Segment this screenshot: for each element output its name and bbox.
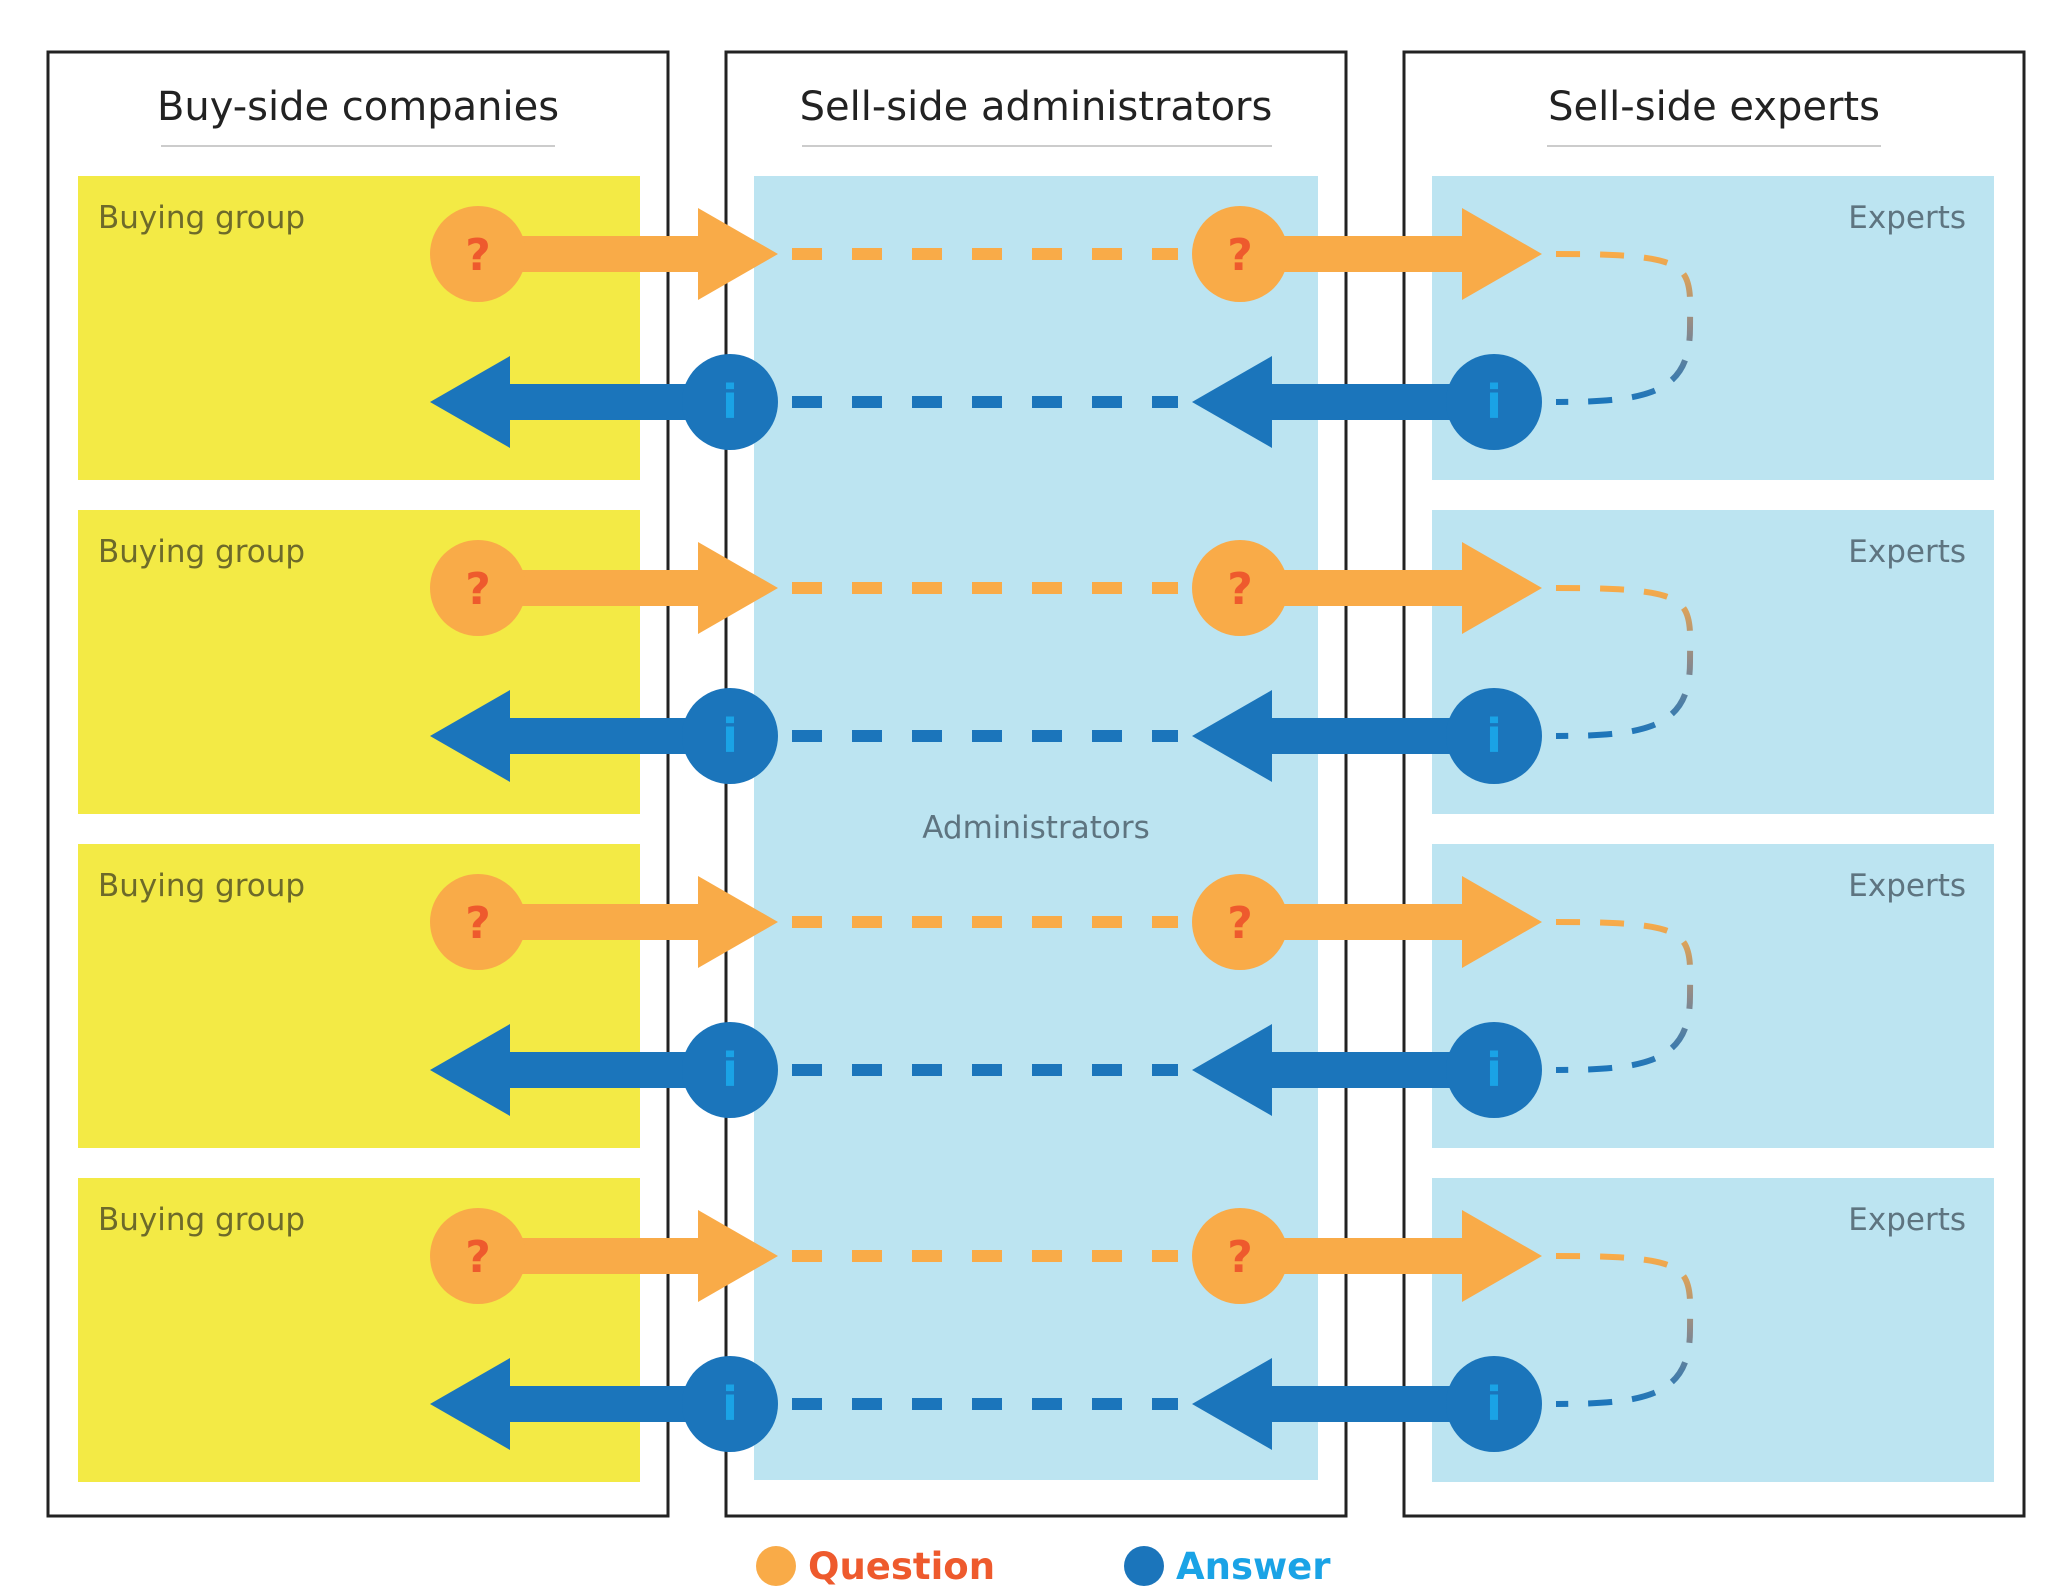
admin-title: Sell-side administrators <box>800 84 1273 130</box>
answer-dot <box>682 688 778 784</box>
row-4: Buying group Experts?? i i <box>78 1178 1994 1482</box>
question-dot <box>1192 540 1288 636</box>
question-dot <box>1192 874 1288 970</box>
legend-answer-label: Answer <box>1176 1545 1331 1588</box>
answer-icon: i <box>722 1043 738 1097</box>
question-arrow-head <box>698 542 778 634</box>
row-1: Buying group Experts?? i i <box>78 176 1994 480</box>
answer-dot <box>1446 354 1542 450</box>
answer-arrow-head <box>430 690 510 782</box>
buying-group-label: Buying group <box>98 868 305 904</box>
question-icon: ? <box>465 230 491 281</box>
buy-side-column <box>46 50 670 1518</box>
answer-dot <box>1446 1022 1542 1118</box>
answer-icon: i <box>722 375 738 429</box>
legend-question-label: Question <box>808 1545 995 1588</box>
answer-dot <box>682 354 778 450</box>
question-arrow-head <box>1462 876 1542 968</box>
buy-side-title: Buy-side companies <box>157 84 559 130</box>
question-arrow-head <box>1462 542 1542 634</box>
experts-label: Experts <box>1848 868 1966 904</box>
experts-label: Experts <box>1848 200 1966 236</box>
answer-dot <box>1446 688 1542 784</box>
buying-group-label: Buying group <box>98 1202 305 1238</box>
row-2: Buying group Experts?? i i <box>78 510 1994 814</box>
answer-dot <box>682 1022 778 1118</box>
experts-label: Experts <box>1848 1202 1966 1238</box>
question-dot <box>1192 1208 1288 1304</box>
answer-arrow-head <box>1192 1358 1272 1450</box>
legend-question-dot <box>756 1546 796 1586</box>
answer-icon: i <box>1486 709 1502 763</box>
answer-arrow-head <box>1192 356 1272 448</box>
answer-icon: i <box>722 709 738 763</box>
question-icon: ? <box>1227 230 1253 281</box>
expert-loop-link <box>1555 251 1694 405</box>
experts-label: Experts <box>1848 534 1966 570</box>
answer-icon: i <box>1486 1043 1502 1097</box>
question-arrow-head <box>698 1210 778 1302</box>
question-icon: ? <box>1227 898 1253 949</box>
row-3: Buying group Experts?? i i <box>78 844 1994 1148</box>
question-dot <box>430 1208 526 1304</box>
answer-arrow-head <box>430 356 510 448</box>
buying-group-box <box>78 176 640 480</box>
buying-group-label: Buying group <box>98 200 305 236</box>
question-icon: ? <box>465 1232 491 1283</box>
answer-icon: i <box>1486 1377 1502 1431</box>
experts-title: Sell-side experts <box>1548 84 1880 130</box>
question-icon: ? <box>1227 564 1253 615</box>
buying-group-box <box>78 1178 640 1482</box>
answer-dot <box>1446 1356 1542 1452</box>
answer-arrow-head <box>430 1024 510 1116</box>
administrators-label: Administrators <box>922 810 1149 846</box>
question-arrow-head <box>698 876 778 968</box>
buying-group-box <box>78 510 640 814</box>
buying-group-box <box>78 844 640 1148</box>
expert-loop-link <box>1555 585 1694 739</box>
expert-loop-link <box>1555 1253 1694 1407</box>
sell-side-admin-column <box>724 50 1348 1518</box>
question-dot <box>430 874 526 970</box>
expert-loop-link <box>1555 919 1694 1073</box>
question-dot <box>430 206 526 302</box>
answer-dot <box>682 1356 778 1452</box>
question-arrow-head <box>1462 208 1542 300</box>
answer-icon: i <box>1486 375 1502 429</box>
answer-arrow-head <box>1192 1024 1272 1116</box>
answer-arrow-head <box>1192 690 1272 782</box>
question-dot <box>1192 206 1288 302</box>
question-arrow-head <box>698 208 778 300</box>
question-icon: ? <box>1227 1232 1253 1283</box>
buying-group-label: Buying group <box>98 534 305 570</box>
question-arrow-head <box>1462 1210 1542 1302</box>
question-icon: ? <box>465 564 491 615</box>
answer-icon: i <box>722 1377 738 1431</box>
answer-arrow-head <box>430 1358 510 1450</box>
sell-side-experts-column <box>1402 50 2026 1518</box>
question-dot <box>430 540 526 636</box>
question-icon: ? <box>465 898 491 949</box>
legend-answer-dot <box>1124 1546 1164 1586</box>
